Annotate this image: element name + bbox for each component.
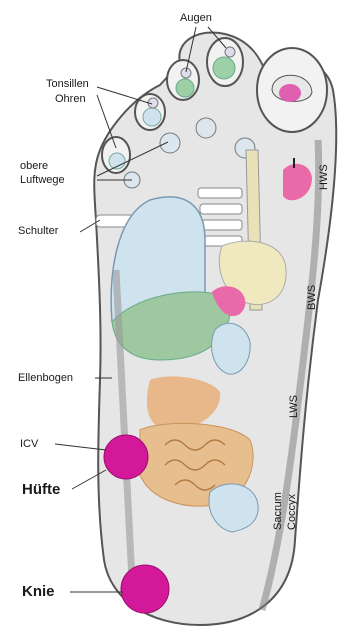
label-coccyx: Coccyx [286, 494, 298, 530]
label-bws: BWS [306, 285, 318, 310]
label-huefte: Hüfte [22, 481, 60, 498]
label-knie: Knie [22, 583, 55, 600]
label-lws: LWS [288, 395, 300, 418]
label-ohren: Ohren [55, 93, 86, 105]
label-icv: ICV [20, 438, 38, 450]
label-augen: Augen [180, 12, 212, 24]
airway-point-2 [196, 118, 216, 138]
label-sacrum: Sacrum [272, 492, 284, 530]
knie-point [121, 565, 169, 613]
ear-point [143, 108, 161, 126]
tonsil-point-2 [181, 68, 191, 78]
eye-point-2 [176, 79, 194, 97]
label-tonsillen: Tonsillen [46, 78, 89, 90]
label-luftwege: Luftwege [20, 174, 65, 186]
icv-huefte-point [104, 435, 148, 479]
eye-point [213, 57, 235, 79]
label-obere: obere [20, 160, 48, 172]
airway-point [160, 133, 180, 153]
pituitary-point [279, 84, 301, 102]
tonsil-point [225, 47, 235, 57]
label-schulter: Schulter [18, 225, 58, 237]
label-ellenbogen: Ellenbogen [18, 372, 73, 384]
label-hws: HWS [318, 164, 330, 190]
